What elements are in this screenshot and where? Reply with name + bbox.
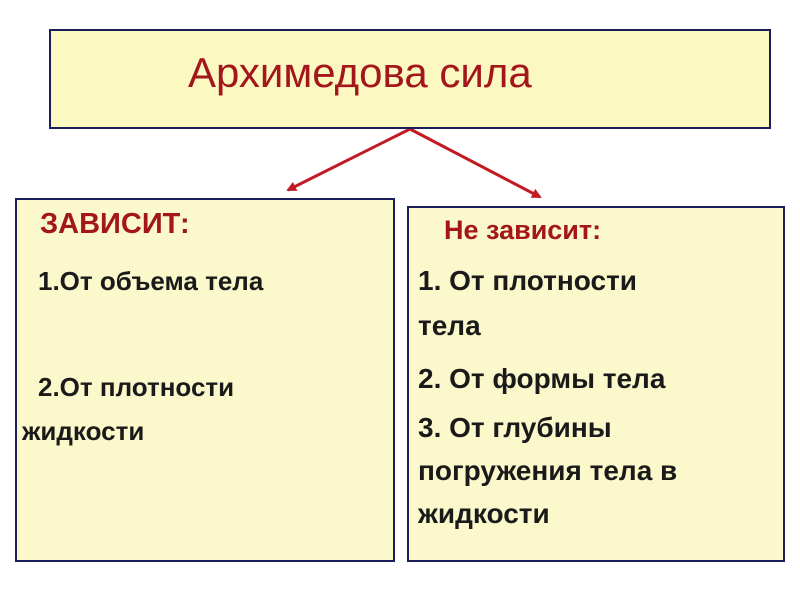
not-depends-item-1-line-2: тела	[418, 310, 481, 341]
depends-box	[15, 198, 395, 562]
depends-item-2-line-1: 2.От плотности	[38, 372, 235, 402]
not-depends-item-3-line-2: погружения тела в	[418, 455, 678, 486]
arrow-to-right-box	[409, 127, 542, 199]
not-depends-item-1-line-1: 1. От плотности	[418, 265, 637, 296]
not-depends-item-2-line-1: 2. От формы тела	[418, 363, 666, 394]
title-box	[49, 29, 771, 129]
depends-item-2-line-2: жидкости	[22, 416, 145, 446]
arrow-to-left-box	[286, 127, 411, 192]
depends-item-1-line-1: 1.От объема тела	[38, 266, 264, 296]
not-depends-item-3-line-3: жидкости	[418, 498, 550, 529]
depends-heading: ЗАВИСИТ:	[40, 208, 190, 240]
not-depends-box	[407, 206, 785, 562]
not-depends-item-3-line-1: 3. От глубины	[418, 412, 612, 443]
diagram-title: Архимедова сила	[188, 49, 532, 96]
not-depends-heading: Не зависит:	[444, 215, 602, 245]
